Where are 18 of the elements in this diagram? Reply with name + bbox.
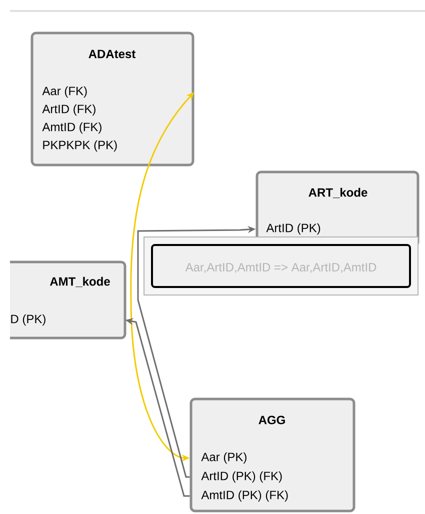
table-box	[190, 398, 356, 512]
tooltip-text: Aar,ArtID,AmtID => Aar,ArtID,AmtID	[185, 263, 376, 273]
table-title: ART_kode	[308, 188, 368, 198]
field-row: ArtID (FK)	[42, 104, 96, 116]
field-row: ArtID (PK) (FK)	[201, 471, 282, 483]
field-row: Aar (PK)	[201, 452, 246, 464]
table-title: AMT_kode	[50, 276, 110, 288]
hover-tooltip	[144, 236, 418, 296]
field-row: Aar (FK)	[42, 86, 87, 98]
table-title: ADAtest	[88, 50, 136, 58]
table-box	[30, 32, 194, 166]
field-row: AmtID (FK)	[42, 122, 102, 134]
field-row: ArtID (PK)	[266, 223, 320, 235]
field-row: AmtID (PK) (FK)	[201, 490, 288, 502]
field-row: D (PK)	[11, 314, 46, 326]
table-title: AGG	[258, 416, 285, 424]
field-row: PKPKPK (PK)	[43, 140, 117, 152]
table-box	[10, 260, 126, 340]
